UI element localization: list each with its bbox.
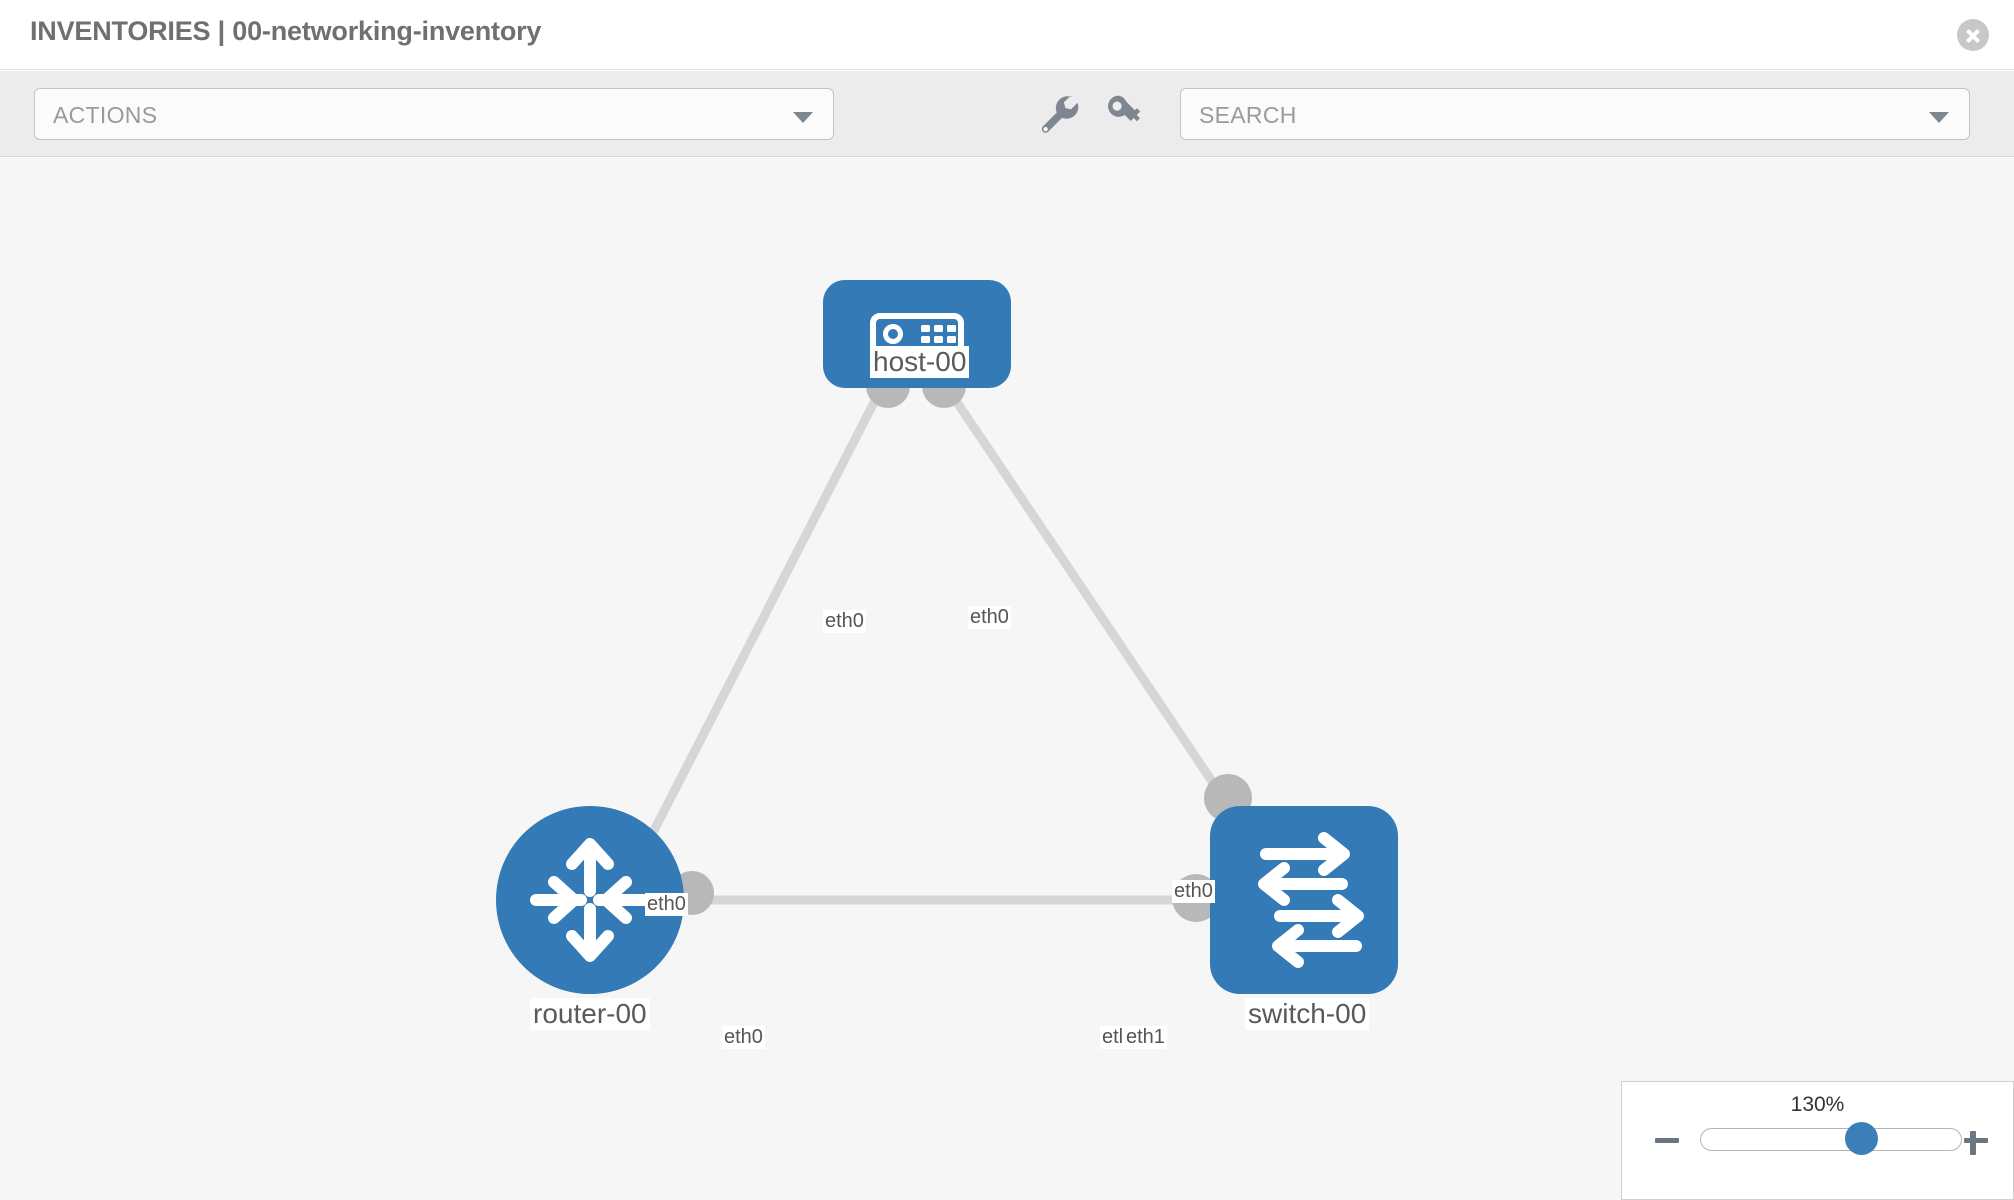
key-icon[interactable] <box>1102 91 1148 137</box>
edge-port-dots <box>670 364 1252 922</box>
zoom-slider[interactable] <box>1700 1122 1962 1155</box>
edge-host-router <box>640 378 889 853</box>
zoom-panel: 130% <box>1621 1081 2014 1200</box>
chevron-down-icon <box>1929 112 1949 123</box>
port-label-router-host: eth0 <box>645 893 688 916</box>
switch-node-shape <box>1210 806 1398 994</box>
router-arrows-icon <box>530 838 650 962</box>
search-placeholder: SEARCH <box>1199 102 1297 128</box>
edge-host-switch <box>939 378 1235 813</box>
toolbar: ACTIONS SEARCH <box>0 71 2014 157</box>
port-label-switch-host: eth0 <box>1172 880 1215 903</box>
switch-arrows-icon <box>1258 832 1364 968</box>
zoom-out-button[interactable] <box>1652 1125 1682 1155</box>
page-title: INVENTORIES | 00-networking-inventory <box>30 16 542 46</box>
zoom-slider-thumb[interactable] <box>1845 1122 1879 1155</box>
actions-dropdown-label: ACTIONS <box>53 102 158 128</box>
zoom-level-value: 130% <box>1790 1093 1845 1116</box>
port-label-host-switch: eth0 <box>968 606 1011 629</box>
actions-dropdown[interactable]: ACTIONS <box>34 88 834 140</box>
node-label-switch-00: switch-00 <box>1245 998 1370 1031</box>
page-header: INVENTORIES | 00-networking-inventory <box>0 0 2014 70</box>
topology-canvas[interactable]: host-00 router-00 switch-00 eth0 eth0 et… <box>0 158 2014 1200</box>
port-label-router-switch: eth0 <box>722 1026 765 1049</box>
node-label-router-00: router-00 <box>530 998 650 1031</box>
wrench-icon[interactable] <box>1035 91 1081 137</box>
port-label-host-router: eth0 <box>823 610 866 633</box>
port-label-switch-router-overlap: etl <box>1100 1026 1126 1049</box>
zoom-in-button[interactable] <box>1961 1125 1991 1155</box>
search-input[interactable]: SEARCH <box>1180 88 1970 140</box>
node-switch-00[interactable] <box>1210 806 1398 994</box>
port-label-switch-router: eth1 <box>1124 1026 1167 1049</box>
node-label-host-00: host-00 <box>870 346 970 379</box>
chevron-down-icon <box>793 112 813 123</box>
close-icon[interactable] <box>1957 19 1989 51</box>
